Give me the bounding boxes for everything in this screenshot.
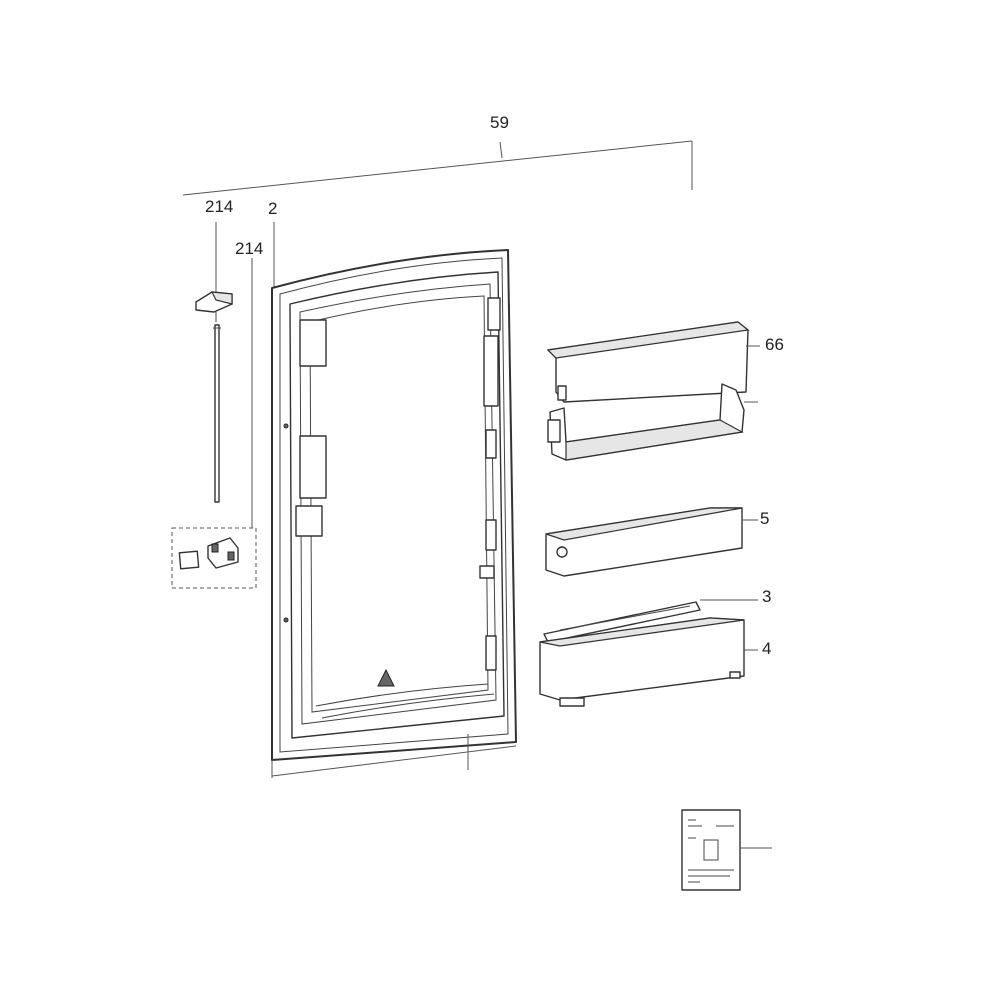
top-dimension-line — [182, 140, 693, 196]
label-59: 59 — [490, 113, 509, 132]
label-5: 5 — [760, 509, 769, 528]
label-66: 66 — [765, 335, 784, 354]
label-4: 4 — [762, 639, 771, 658]
door-panel — [271, 222, 517, 761]
user-manual-booklet — [681, 809, 772, 891]
bottle-shelf-4 — [539, 617, 758, 707]
top-shelf-66 — [546, 321, 760, 403]
bottom-dimension-line — [271, 734, 517, 778]
label-2: 2 — [268, 199, 277, 218]
middle-shelf-5 — [545, 507, 758, 577]
shelf-lip-3 — [543, 599, 758, 643]
switch-kit-box — [171, 258, 257, 589]
label-214-switch: 214 — [235, 239, 263, 258]
door-shelf-tray — [547, 383, 758, 461]
hinge-cap-part — [195, 222, 233, 322]
label-214-hinge: 214 — [205, 197, 233, 216]
label-3: 3 — [762, 587, 771, 606]
hinge-pin-rod — [213, 324, 221, 503]
